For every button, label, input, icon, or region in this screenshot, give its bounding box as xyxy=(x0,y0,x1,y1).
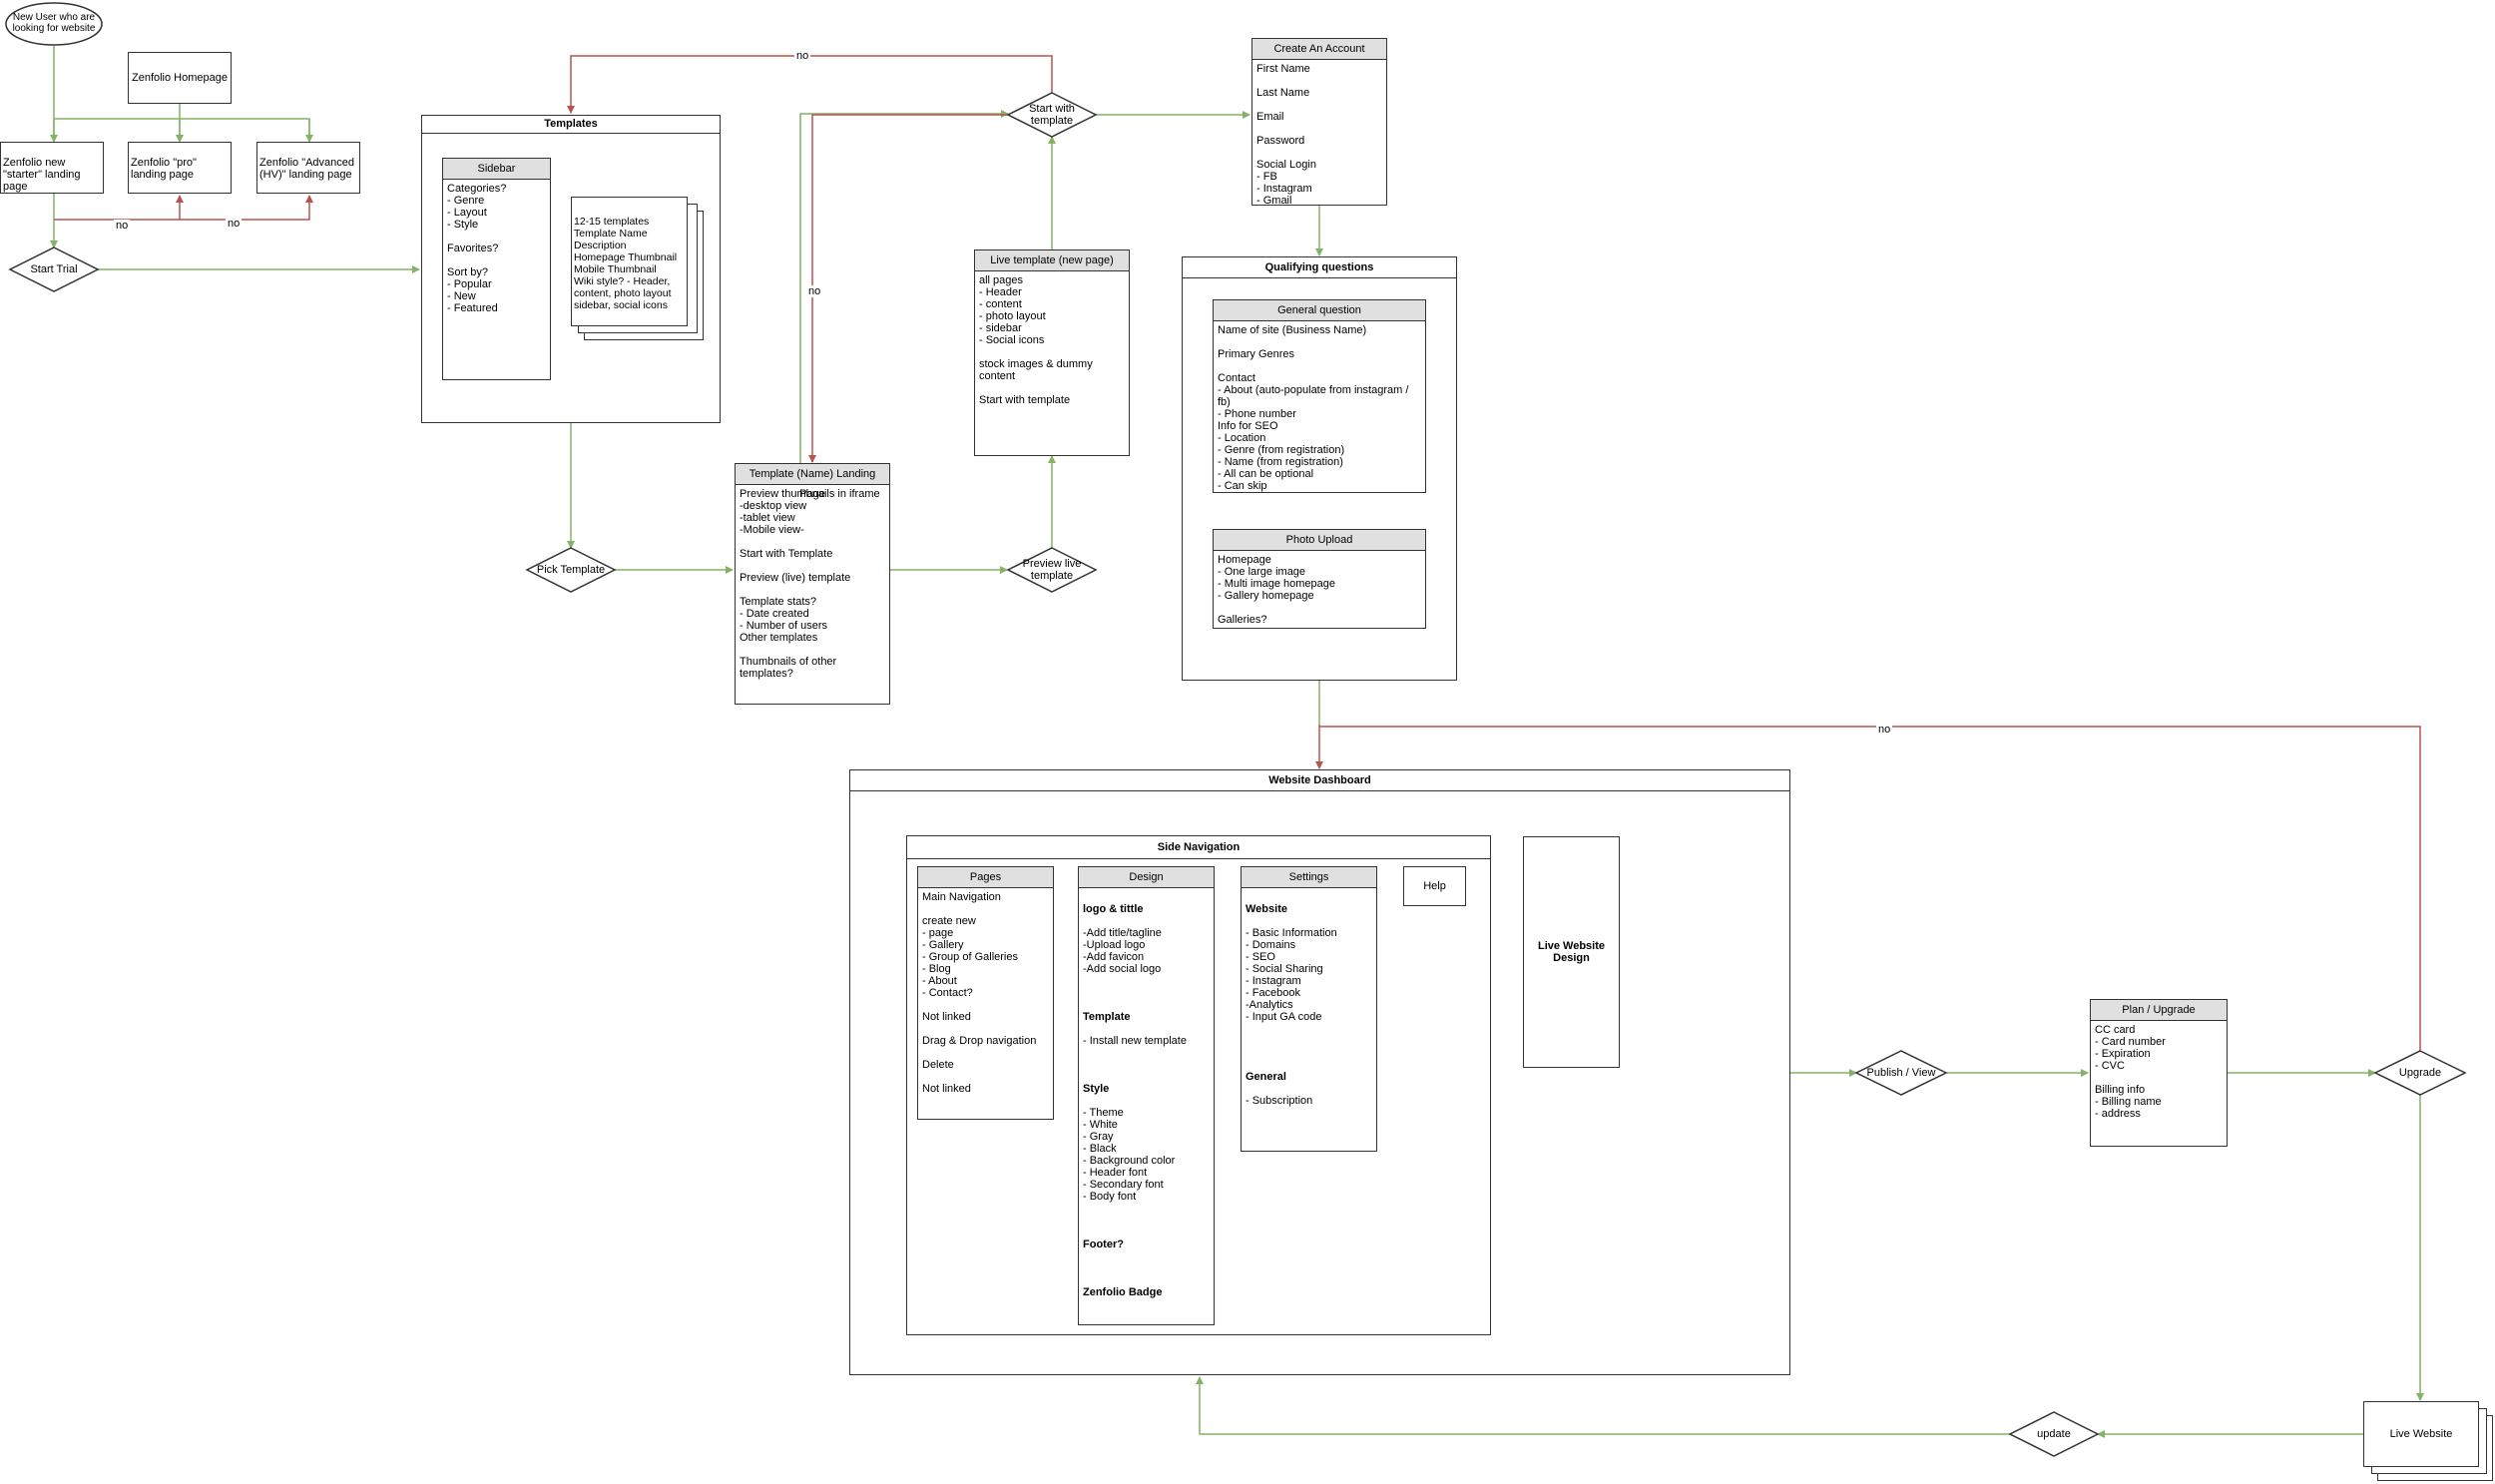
publish-view-diamond[interactable] xyxy=(1854,1050,1948,1096)
design-panel[interactable]: Design logo & tittle -Add title/tagline … xyxy=(1078,866,1215,1325)
photo-upload-box[interactable]: Photo Upload Homepage - One large image … xyxy=(1213,529,1426,629)
sidebar-body: Categories? - Genre - Layout - Style Fav… xyxy=(447,183,507,314)
start-with-template-label: Start with template xyxy=(1029,103,1075,127)
template-stack-front[interactable]: 12-15 templates Template Name Descriptio… xyxy=(571,197,688,326)
settings-title: Settings xyxy=(1242,867,1376,888)
sidebar-box[interactable]: Sidebar Categories? - Genre - Layout - S… xyxy=(442,158,551,380)
plan-upgrade-title: Plan / Upgrade xyxy=(2091,1000,2227,1021)
pages-title: Pages xyxy=(918,867,1053,888)
create-account-box[interactable]: Create An Account First Name Last Name E… xyxy=(1251,38,1387,207)
edge-landing-to-start xyxy=(799,110,1009,463)
design-footer: Footer? xyxy=(1083,1238,1124,1250)
update-diamond[interactable] xyxy=(2008,1411,2100,1457)
success-edges xyxy=(50,46,2424,1438)
edge-label-no: no xyxy=(1876,724,1893,736)
pick-template-diamond[interactable] xyxy=(525,547,617,593)
design-logo-body: -Add title/tagline -Upload logo -Add fav… xyxy=(1083,927,1162,975)
edge-label-no: no xyxy=(226,218,243,230)
edge-label-no: no xyxy=(114,220,131,232)
edge-label-no: no xyxy=(806,285,823,297)
photo-upload-body: Homepage - One large image - Multi image… xyxy=(1218,554,1336,626)
design-body: logo & tittle -Add title/tagline -Upload… xyxy=(1083,891,1210,1310)
edge-label-no: no xyxy=(794,50,811,62)
edge-start-no-landing xyxy=(808,114,1008,463)
pages-panel[interactable]: Pages Main Navigation create new - page … xyxy=(917,866,1054,1120)
start-with-template-diamond[interactable] xyxy=(1006,92,1098,138)
live-website-design[interactable]: Live Website Design xyxy=(1523,836,1620,1068)
settings-general-body: - Subscription xyxy=(1246,1095,1313,1107)
upgrade-label: Upgrade xyxy=(2398,1067,2442,1079)
design-style-body: - Theme - White - Gray - Black - Backgro… xyxy=(1083,1107,1176,1203)
start-ellipse xyxy=(5,2,103,46)
help-button[interactable]: Help xyxy=(1403,866,1466,906)
photo-upload-title: Photo Upload xyxy=(1214,530,1425,551)
design-style-heading: Style xyxy=(1083,1083,1110,1095)
edge-upgrade-no-dashboard xyxy=(1319,726,2421,1051)
template-landing-title: Template (Name) Landing Page xyxy=(736,464,889,500)
design-badge: Zenfolio Badge xyxy=(1083,1286,1163,1298)
templates-title: Templates xyxy=(422,116,720,134)
plan-upgrade-box[interactable]: Plan / Upgrade CC card - Card number - E… xyxy=(2090,999,2228,1147)
settings-general-heading: General xyxy=(1246,1071,1286,1083)
design-title: Design xyxy=(1079,867,1214,888)
start-trial-diamond[interactable] xyxy=(8,247,100,292)
edge-update-to-dashboard xyxy=(1196,1376,2010,1435)
general-question-body: Name of site (Business Name) Primary Gen… xyxy=(1218,324,1409,492)
sidebar-title: Sidebar xyxy=(443,159,550,180)
update-label: update xyxy=(2037,1428,2071,1440)
dashboard-title: Website Dashboard xyxy=(850,770,1789,791)
design-logo-heading: logo & tittle xyxy=(1083,903,1144,915)
new-user-label: New User who are looking for website xyxy=(12,12,96,34)
publish-view-label: Publish / View xyxy=(1866,1067,1936,1079)
live-template-title: Live template (new page) xyxy=(975,250,1129,271)
edge-start-no-templates xyxy=(567,55,1053,114)
starter-landing-box[interactable]: Zenfolio new "starter" landing page xyxy=(0,142,104,194)
plan-upgrade-body: CC card - Card number - Expiration - CVC… xyxy=(2095,1024,2166,1120)
qualifying-title: Qualifying questions xyxy=(1183,257,1456,278)
create-account-title: Create An Account xyxy=(1252,39,1386,60)
pages-body: Main Navigation create new - page - Gall… xyxy=(922,891,1037,1095)
general-question-box[interactable]: General question Name of site (Business … xyxy=(1213,299,1426,493)
preview-live-template-label: Preview live template xyxy=(1022,558,1082,582)
settings-website-body: - Basic Information - Domains - SEO - So… xyxy=(1246,927,1337,1023)
create-account-body: First Name Last Name Email Password Soci… xyxy=(1256,63,1316,207)
live-website-box[interactable]: Live Website xyxy=(2363,1401,2479,1467)
failure-edges xyxy=(54,55,2421,1051)
homepage-box[interactable]: Zenfolio Homepage xyxy=(128,52,232,104)
settings-body: Website - Basic Information - Domains - … xyxy=(1246,891,1372,1119)
template-landing-page[interactable]: Template (Name) Landing Page Preview thu… xyxy=(735,463,890,705)
settings-website-heading: Website xyxy=(1246,903,1287,915)
settings-panel[interactable]: Settings Website - Basic Information - D… xyxy=(1241,866,1377,1152)
advanced-landing-box[interactable]: Zenfolio "Advanced (HV)" landing page xyxy=(256,142,360,194)
upgrade-diamond[interactable] xyxy=(2373,1050,2467,1096)
edge-starter-no-pro xyxy=(54,195,184,221)
general-question-title: General question xyxy=(1214,300,1425,321)
edge-starter-no-advanced xyxy=(180,195,313,221)
preview-live-template-diamond[interactable] xyxy=(1006,547,1098,593)
pick-template-label: Pick Template xyxy=(536,564,606,576)
pro-landing-box[interactable]: Zenfolio "pro" landing page xyxy=(128,142,232,194)
design-template-heading: Template xyxy=(1083,1011,1131,1023)
live-template-body: all pages - Header - content - photo lay… xyxy=(979,274,1093,406)
start-trial-label: Start Trial xyxy=(30,263,78,275)
decision-shapes xyxy=(5,2,2467,1457)
design-template-body: - Install new template xyxy=(1083,1035,1187,1047)
template-landing-body: Preview thumbnails in iframe -desktop vi… xyxy=(740,488,880,680)
side-navigation-title: Side Navigation xyxy=(907,836,1490,859)
live-template-box[interactable]: Live template (new page) all pages - Hea… xyxy=(974,249,1130,456)
